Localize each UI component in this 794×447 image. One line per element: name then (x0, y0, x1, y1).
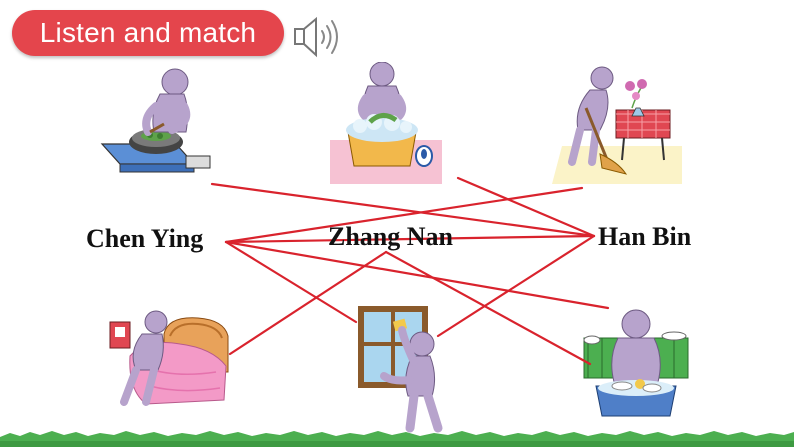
name-han-bin: Han Bin (598, 222, 692, 251)
grass-border (0, 431, 794, 447)
match-line (384, 250, 592, 366)
page-title: Listen and match (39, 17, 257, 48)
speaker-icon[interactable] (292, 14, 346, 60)
scene-cooking (100, 68, 211, 173)
match-line (224, 186, 584, 244)
scene-washing-clothes (330, 62, 442, 184)
scene-sweeping-floor (552, 66, 682, 184)
match-line (456, 176, 596, 238)
match-line (436, 234, 596, 338)
name-chen-ying: Chen Ying (86, 224, 204, 253)
match-line (210, 182, 596, 238)
match-line (224, 240, 610, 310)
scene-cleaning-window (358, 306, 443, 433)
match-line (228, 250, 388, 356)
scene-making-bed (109, 310, 229, 406)
scene-washing-dishes (583, 309, 689, 417)
match-line (224, 234, 596, 244)
name-zhang-nan: Zhang Nan (328, 222, 453, 251)
match-line (224, 240, 358, 324)
title-banner: Listen and match (12, 10, 284, 56)
